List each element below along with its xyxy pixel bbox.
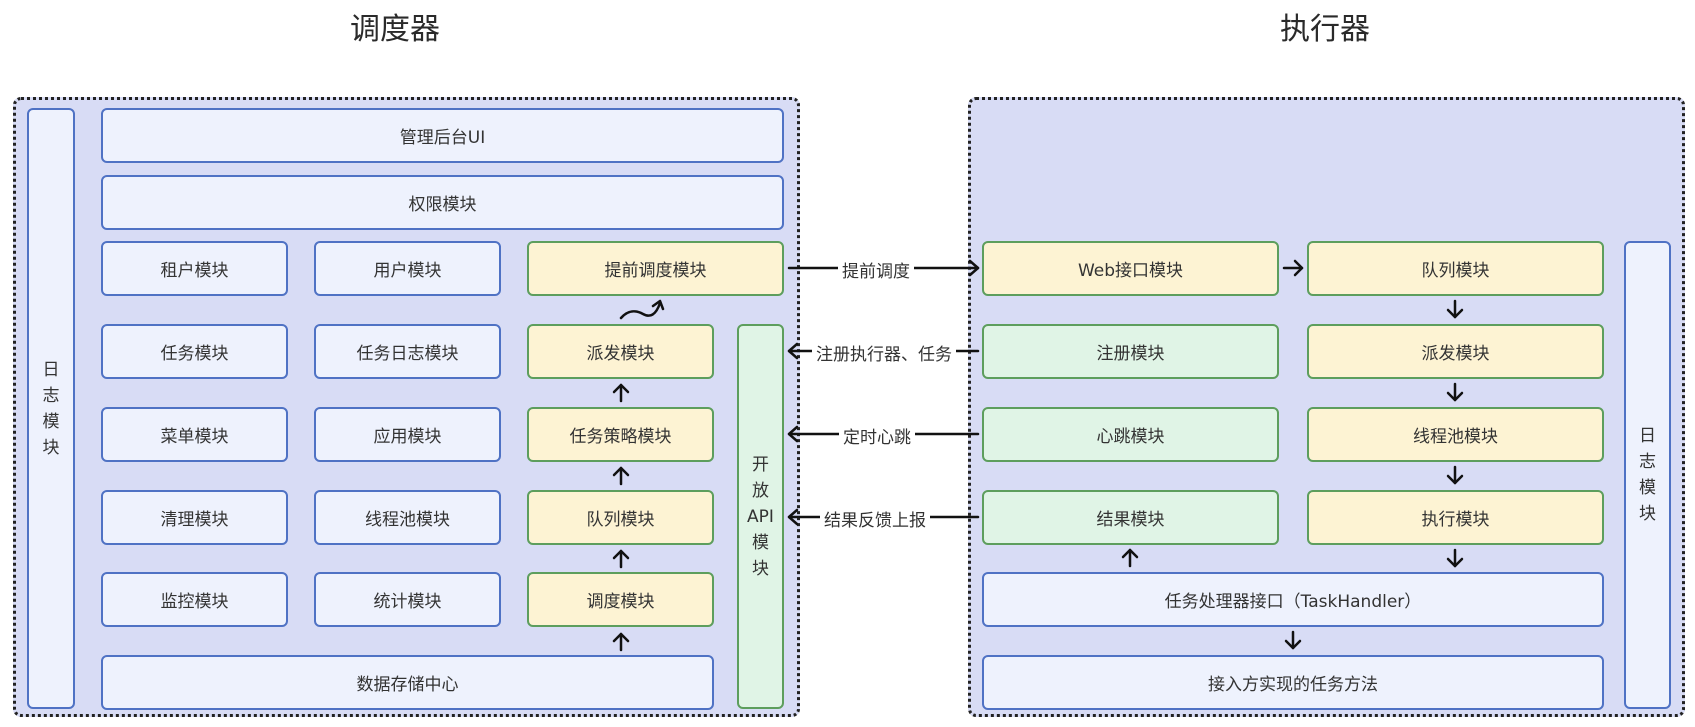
task-strategy-module: 任务策略模块	[527, 407, 714, 462]
register-module: 注册模块	[982, 324, 1279, 379]
web-interface-module: Web接口模块	[982, 241, 1279, 296]
heartbeat-module: 心跳模块	[982, 407, 1279, 462]
link-label-heartbeat: 定时心跳	[839, 423, 915, 448]
task-module: 任务模块	[101, 324, 288, 379]
link-label-register: 注册执行器、任务	[812, 340, 956, 365]
scheduler-dispatch-module: 派发模块	[527, 324, 714, 379]
task-log-module: 任务日志模块	[314, 324, 501, 379]
data-storage-center: 数据存储中心	[101, 655, 714, 710]
advance-schedule-module: 提前调度模块	[527, 241, 784, 296]
executor-threadpool-module: 线程池模块	[1307, 407, 1604, 462]
menu-module: 菜单模块	[101, 407, 288, 462]
executor-title: 执行器	[1280, 12, 1370, 47]
user-module: 用户模块	[314, 241, 501, 296]
integrator-task-method: 接入方实现的任务方法	[982, 655, 1604, 710]
monitor-module: 监控模块	[101, 572, 288, 627]
tenant-module: 租户模块	[101, 241, 288, 296]
executor-dispatch-module: 派发模块	[1307, 324, 1604, 379]
cleanup-module: 清理模块	[101, 490, 288, 545]
scheduler-title: 调度器	[350, 12, 440, 47]
scheduler-log-module: 日志模块	[27, 108, 75, 709]
scheduler-queue-module: 队列模块	[527, 490, 714, 545]
task-handler-interface: 任务处理器接口（TaskHandler）	[982, 572, 1604, 627]
app-module: 应用模块	[314, 407, 501, 462]
admin-ui-module: 管理后台UI	[101, 108, 784, 163]
permission-module: 权限模块	[101, 175, 784, 230]
threadpool-module: 线程池模块	[314, 490, 501, 545]
link-label-result: 结果反馈上报	[820, 506, 930, 531]
executor-queue-module: 队列模块	[1307, 241, 1604, 296]
result-module: 结果模块	[982, 490, 1279, 545]
execute-module: 执行模块	[1307, 490, 1604, 545]
schedule-module: 调度模块	[527, 572, 714, 627]
link-label-advance: 提前调度	[838, 257, 914, 282]
statistics-module: 统计模块	[314, 572, 501, 627]
executor-log-module: 日志模块	[1624, 241, 1671, 709]
